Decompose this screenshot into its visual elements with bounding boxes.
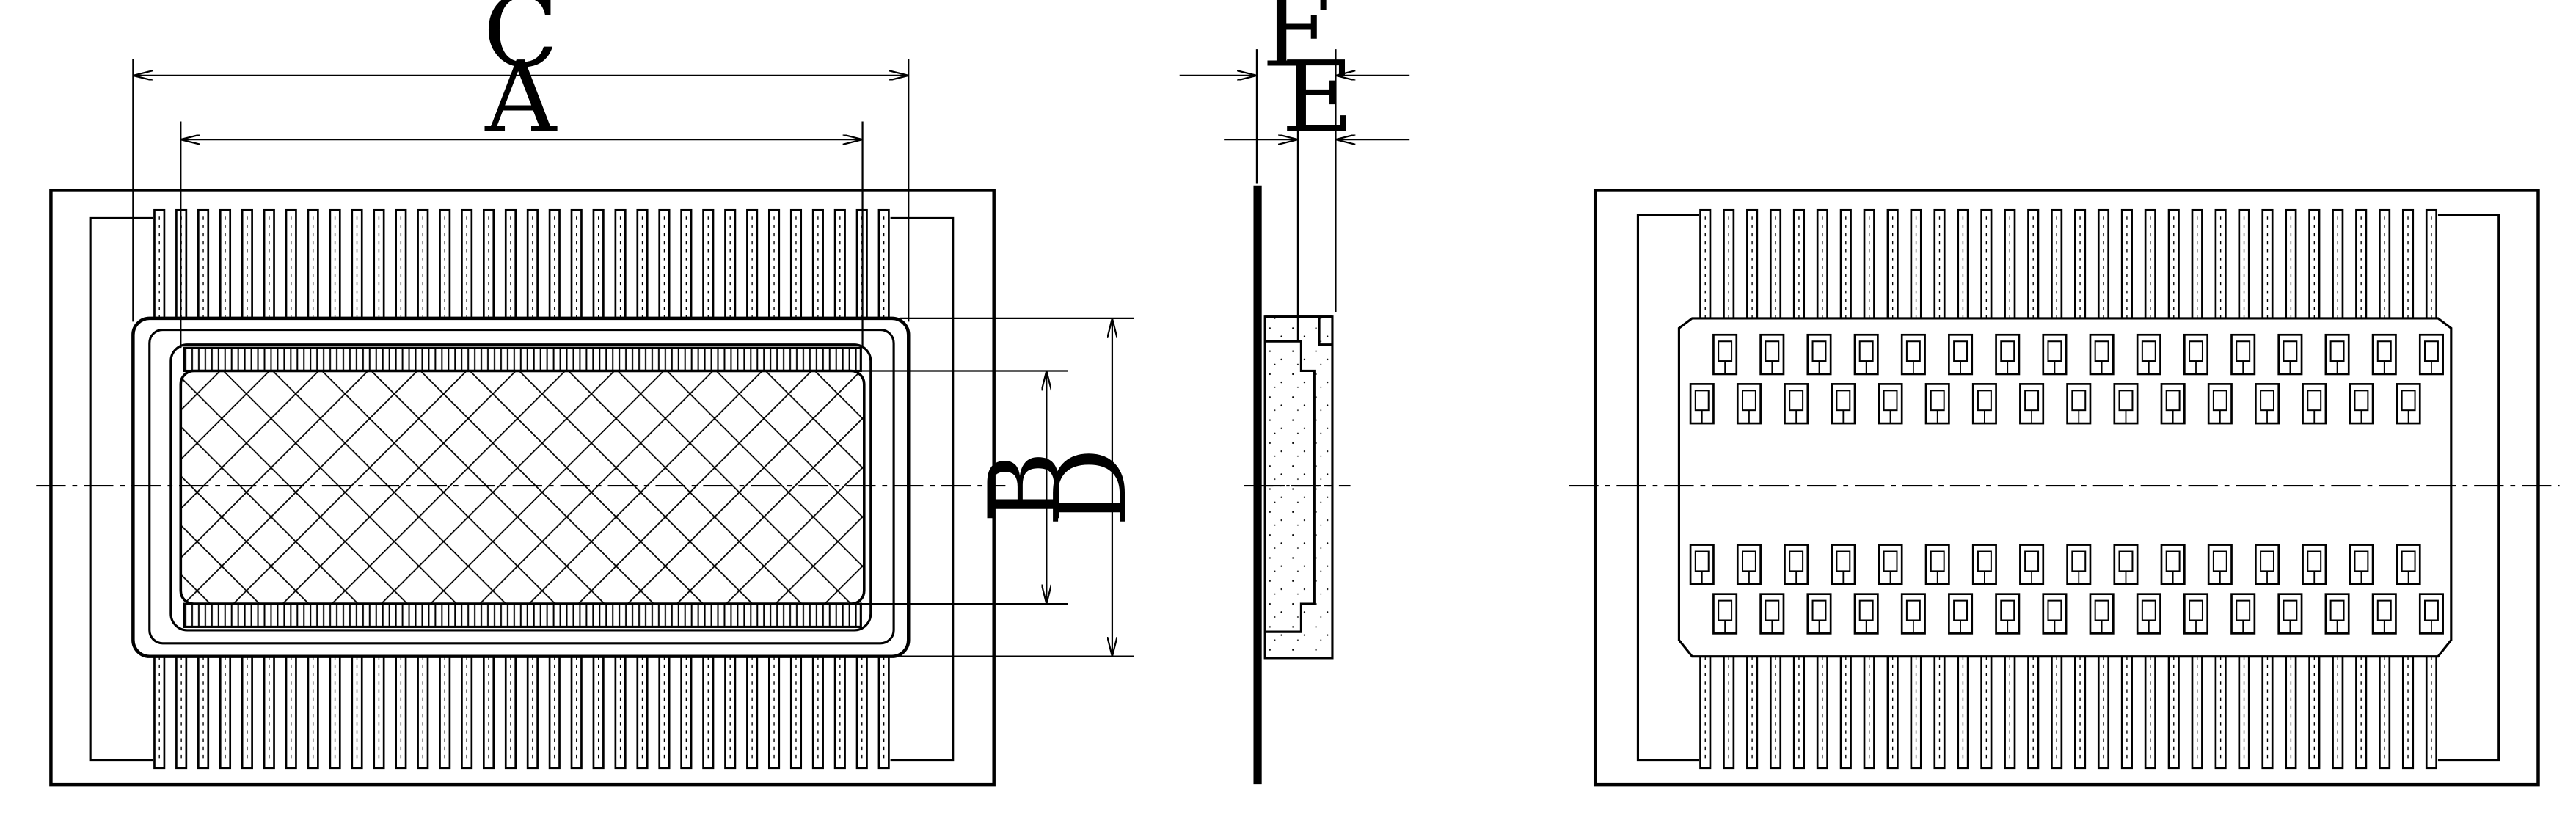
front-comb-band-top — [183, 346, 862, 373]
back-clip-top-inner — [1789, 390, 1804, 412]
dim-label-c: C — [483, 0, 558, 89]
back-right-tab — [2437, 214, 2500, 762]
back-clip-top-inner — [2118, 390, 2134, 412]
front-comb-band-bottom — [183, 602, 862, 628]
back-clips-bottom — [1689, 544, 2444, 635]
back-pins-top — [1699, 208, 2438, 329]
front-view — [36, 189, 1006, 787]
back-view — [1569, 189, 2560, 787]
back-clip-top-inner — [1741, 390, 1756, 412]
back-clip-top-inner — [2260, 390, 2275, 412]
back-clip-top-inner — [2165, 390, 2181, 412]
back-clips-top — [1689, 333, 2444, 425]
back-clip-top-inner — [2212, 390, 2227, 412]
side-housing-body — [1263, 315, 1334, 660]
back-clip-top-inner — [1977, 390, 1992, 412]
dim-label-d: D — [1033, 448, 1148, 527]
side-top-step — [1318, 316, 1332, 346]
front-pins-bottom — [153, 649, 890, 770]
front-cavity-crosshatch — [179, 369, 866, 605]
back-clip-top-inner — [1883, 390, 1898, 412]
back-left-tab — [1636, 214, 1699, 762]
front-right-tab — [890, 216, 955, 762]
back-clip-top-inner — [2307, 390, 2322, 412]
back-clip-top-inner — [1694, 390, 1710, 412]
dim-label-f: F — [1262, 0, 1330, 89]
dim-label-a: A — [484, 40, 558, 155]
dim-label-b: B — [967, 451, 1082, 524]
back-clip-top-inner — [2071, 390, 2087, 412]
back-pins-bottom — [1699, 649, 2438, 770]
back-clip-top-inner — [2401, 390, 2416, 412]
back-clip-top-inner — [1930, 390, 1945, 412]
back-clip-top-inner — [2354, 390, 2369, 412]
front-left-tab — [89, 216, 153, 762]
side-inner-outline — [1265, 340, 1316, 633]
front-pins-top — [153, 208, 890, 326]
back-clip-top-inner — [2024, 390, 2040, 412]
back-clip-top-inner — [1836, 390, 1851, 412]
dim-label-e: E — [1282, 40, 1354, 155]
back-outer-frame — [1593, 189, 2540, 787]
front-cavity-outer — [169, 343, 872, 632]
side-dimensions — [1179, 49, 1410, 487]
front-dimensions — [132, 59, 1134, 657]
front-outer-frame — [49, 189, 996, 787]
